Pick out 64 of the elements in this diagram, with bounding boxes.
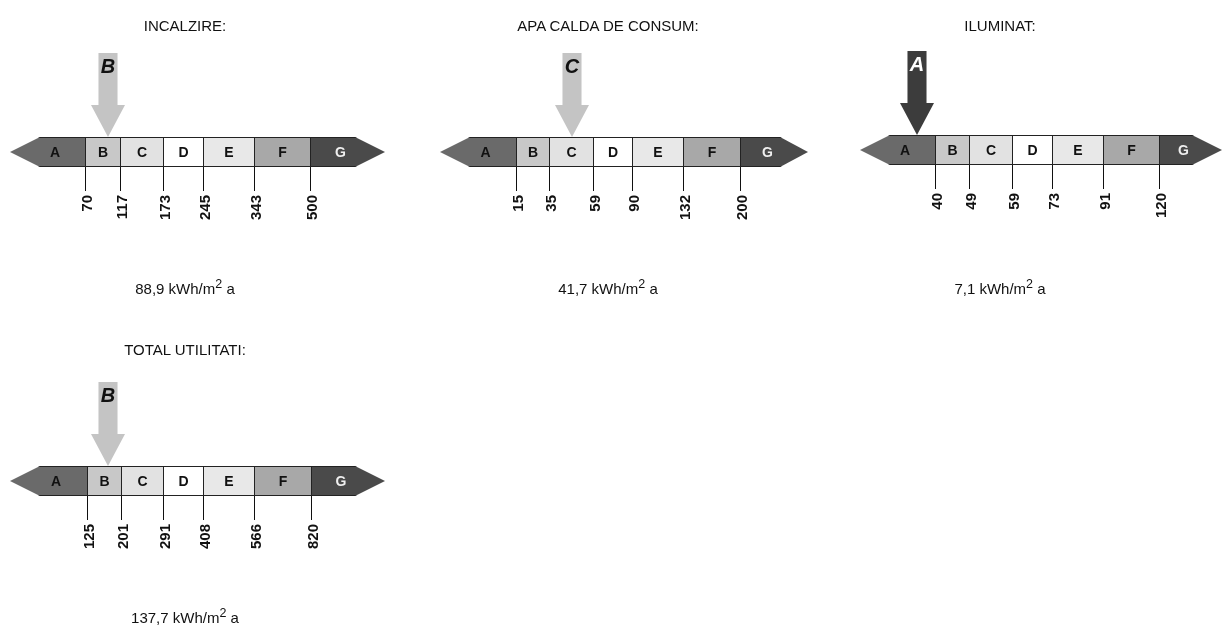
threshold-value: 291 — [156, 524, 171, 550]
rating-letter: B — [100, 384, 116, 408]
threshold-value: 117 — [113, 195, 128, 220]
energy-class-segment: G — [310, 137, 385, 167]
threshold-value: 120 — [1152, 193, 1167, 219]
energy-class-segment: D — [163, 466, 203, 496]
threshold-value: 40 — [928, 193, 943, 210]
energy-class-segment: B — [85, 137, 120, 167]
energy-class-segment: A — [10, 137, 85, 167]
scale-title: INCALZIRE: — [143, 18, 227, 35]
energy-value: 88,9 kWh/m$^{2}$ a — [135, 278, 235, 298]
energy-class-segment: C — [969, 135, 1012, 165]
energy-class-segment: F — [254, 466, 311, 496]
energy-class-segment: E — [632, 137, 683, 167]
threshold-value: 73 — [1045, 193, 1060, 210]
energy-class-segment: B — [516, 137, 549, 167]
threshold-value: 245 — [196, 195, 211, 221]
threshold-value: 820 — [304, 524, 319, 550]
energy-class-segment: F — [254, 137, 310, 167]
energy-class-segment: A — [10, 466, 87, 496]
energy-class-segment: E — [203, 466, 254, 496]
energy-class-segment: A — [860, 135, 935, 165]
threshold-value: 59 — [1005, 193, 1020, 210]
threshold-value: 500 — [303, 195, 318, 221]
energy-value: 41,7 kWh/m$^{2}$ a — [558, 278, 658, 298]
energy-value: 7,1 kWh/m$^{2}$ a — [954, 278, 1046, 298]
threshold-value: 125 — [80, 524, 95, 550]
threshold-value: 566 — [247, 524, 262, 550]
energy-class-segment: E — [1052, 135, 1103, 165]
threshold-value: 49 — [962, 193, 977, 210]
energy-class-segment: D — [1012, 135, 1052, 165]
threshold-value: 408 — [196, 524, 211, 550]
threshold-value: 35 — [542, 195, 557, 212]
energy-class-segment: C — [120, 137, 163, 167]
energy-class-segment: D — [593, 137, 632, 167]
energy-class-segment: E — [203, 137, 254, 167]
threshold-value: 201 — [114, 524, 129, 550]
threshold-value: 70 — [78, 195, 93, 212]
scale-title: ILUMINAT: — [964, 18, 1036, 35]
rating-letter: C — [564, 55, 580, 79]
energy-class-segment: G — [740, 137, 808, 167]
threshold-value: 15 — [509, 195, 524, 212]
energy-class-segment: B — [87, 466, 121, 496]
threshold-value: 173 — [156, 195, 171, 221]
energy-value: 137,7 kWh/m$^{2}$ a — [131, 607, 239, 627]
energy-class-segment: D — [163, 137, 203, 167]
scale-title: TOTAL UTILITATI: — [124, 342, 246, 359]
threshold-value: 132 — [676, 195, 691, 221]
threshold-value: 91 — [1096, 193, 1111, 210]
scale-title: APA CALDA DE CONSUM: — [517, 18, 699, 35]
threshold-value: 343 — [247, 195, 262, 221]
energy-class-segment: B — [935, 135, 969, 165]
threshold-value: 200 — [733, 195, 748, 221]
energy-class-segment: C — [549, 137, 593, 167]
threshold-value: 90 — [625, 195, 640, 212]
energy-class-segment: A — [440, 137, 516, 167]
energy-class-segment: G — [311, 466, 385, 496]
energy-class-segment: C — [121, 466, 163, 496]
energy-class-segment: G — [1159, 135, 1222, 165]
rating-letter: B — [100, 55, 116, 79]
energy-class-segment: F — [1103, 135, 1159, 165]
rating-letter: A — [909, 53, 925, 77]
energy-class-segment: F — [683, 137, 740, 167]
threshold-value: 59 — [586, 195, 601, 212]
